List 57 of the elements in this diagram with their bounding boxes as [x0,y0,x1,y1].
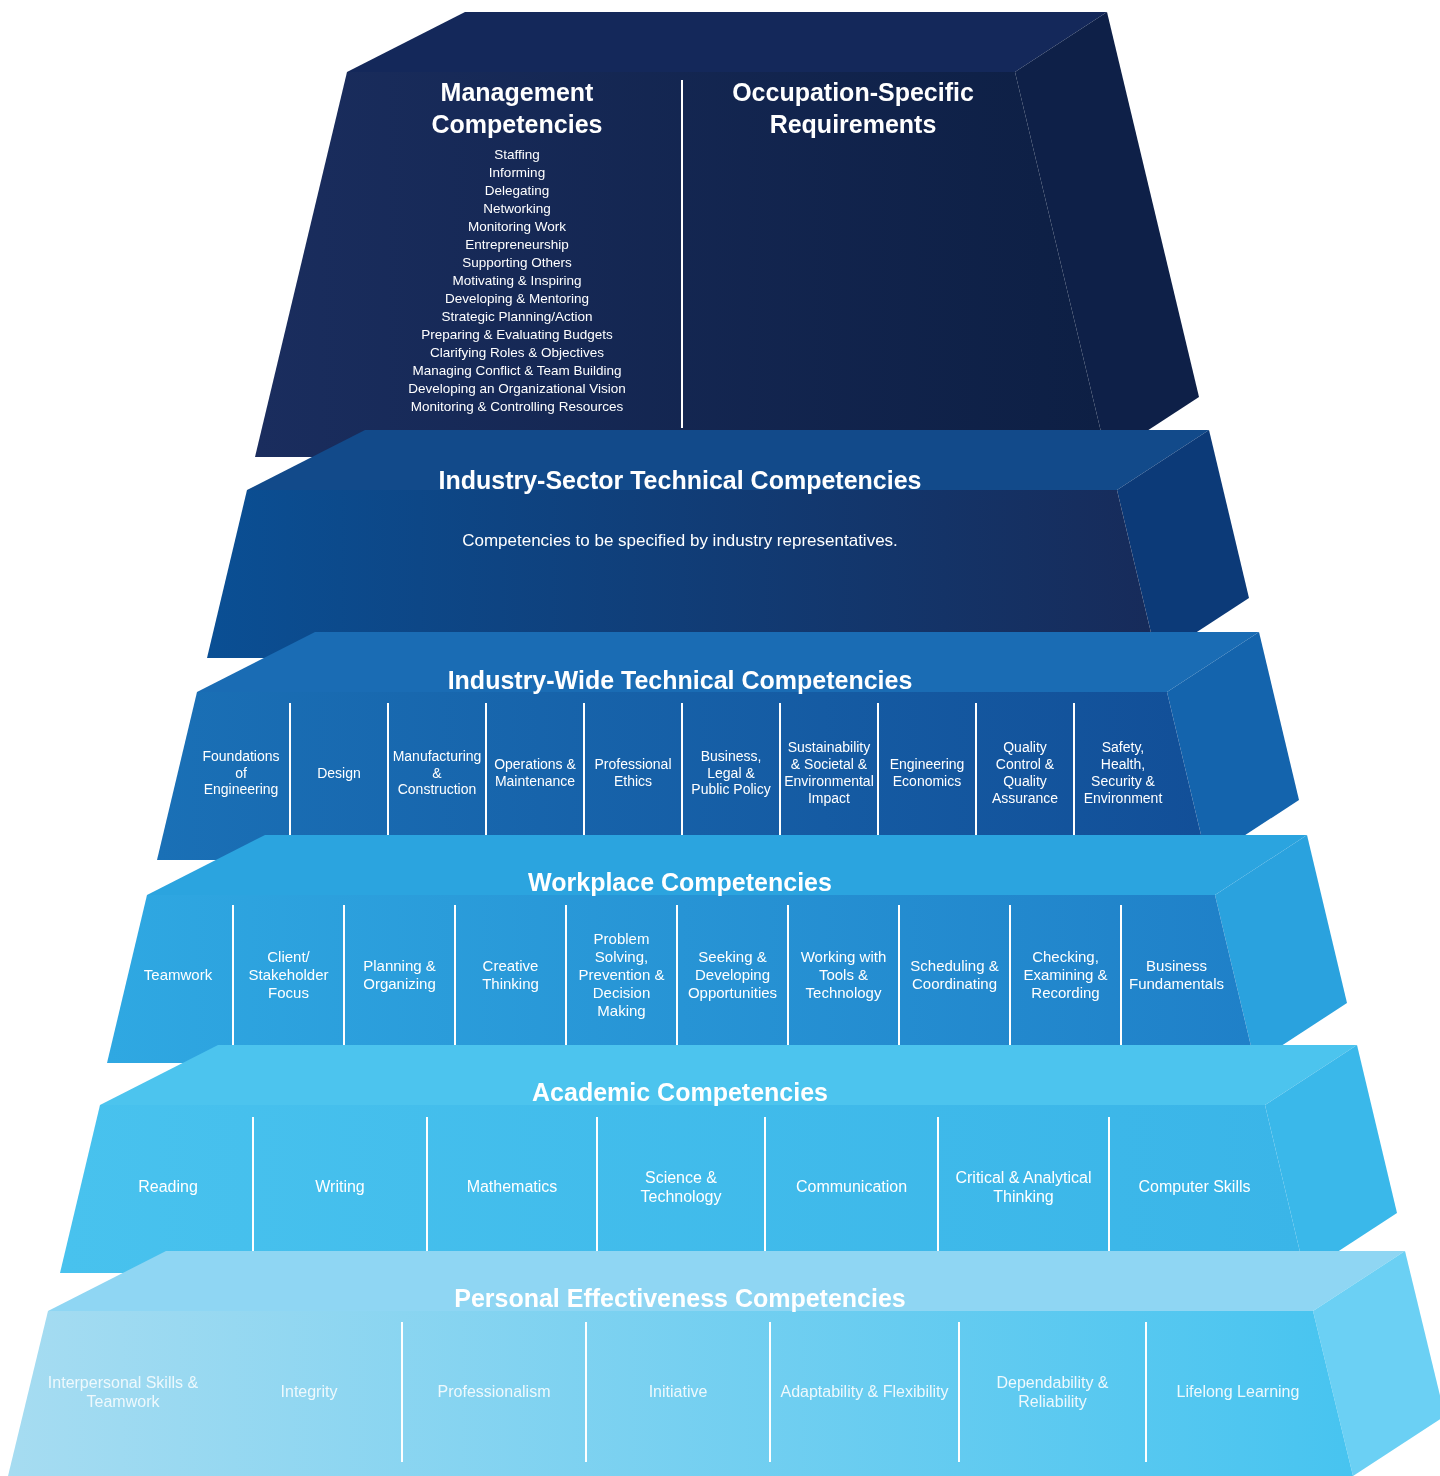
competency-label: Science & Technology [600,1117,762,1257]
competency-label: Engineering Economics [881,703,973,843]
competency-label: Mathematics [430,1117,594,1257]
column-heading: Occupation-Specific Requirements [731,77,975,140]
competency-label: Communication [768,1117,935,1257]
list-item: Networking [483,200,551,218]
competency-label: Quality Control & Quality Assurance [979,703,1071,843]
competency-label: Adaptability & Flexibility [773,1322,956,1462]
competency-label: Reading [86,1117,250,1257]
tier-description: Competencies to be specified by industry representatives. [461,530,899,552]
list-item: Strategic Planning/Action [441,308,593,326]
tier-heading: Personal Effectiveness Competencies [453,1282,907,1314]
competency-label: Lifelong Learning [1149,1322,1327,1462]
competency-label: Sustainability & Societal & Environmental Impact [783,703,875,843]
competency-label: Working with Tools & Technology [791,905,896,1045]
list-item: Motivating & Inspiring [452,272,582,290]
competency-label: Interpersonal Skills & Teamwork [33,1322,213,1462]
competency-label: Creative Thinking [458,905,563,1045]
tier-heading: Workplace Competencies [527,866,833,898]
competency-label: Problem Solving, Prevention & Decision Making [569,905,674,1045]
competency-label: Writing [256,1117,424,1257]
competency-label: Checking, Examining & Recording [1013,905,1118,1045]
list-item: Entrepreneurship [465,236,569,254]
competency-label: Teamwork [126,905,230,1045]
competency-label: Manufacturing & Construction [391,703,483,843]
list-item: Clarifying Roles & Objectives [429,344,605,362]
competency-label: Scheduling & Coordinating [902,905,1007,1045]
list-item: Informing [488,164,546,182]
list-item: Supporting Others [462,254,572,272]
competency-label: Client/ Stakeholder Focus [236,905,341,1045]
list-item: Developing an Organizational Vision [408,380,626,398]
tier-heading: Industry-Sector Technical Competencies [437,464,923,496]
list-item: Delegating [484,182,550,200]
column-heading: Management Competencies [430,77,604,140]
competency-label: Initiative [589,1322,767,1462]
competency-label: Planning & Organizing [347,905,452,1045]
competency-label: Computer Skills [1112,1117,1277,1257]
tier-heading: Industry-Wide Technical Competencies [446,664,914,696]
list-item: Monitoring Work [467,218,566,236]
competency-label: Design [293,703,385,843]
competency-label: Critical & Analytical Thinking [941,1117,1106,1257]
competency-label: Professionalism [405,1322,583,1462]
competency-label: Business, Legal & Public Policy [685,703,777,843]
competency-label: Integrity [219,1322,399,1462]
list-item: Developing & Mentoring [444,290,590,308]
list-item: Monitoring & Controlling Resources [410,398,624,416]
competency-label: Business Fundamentals [1124,905,1229,1045]
competency-label: Foundations of Engineering [195,703,287,843]
list-item: Preparing & Evaluating Budgets [421,326,613,344]
list-item: Managing Conflict & Team Building [412,362,622,380]
competency-label: Safety, Health, Security & Environment [1077,703,1169,843]
list-item: Staffing [494,146,540,164]
competency-label: Professional Ethics [587,703,679,843]
competency-label: Operations & Maintenance [489,703,581,843]
tier-heading: Academic Competencies [531,1076,829,1108]
competency-label: Seeking & Developing Opportunities [680,905,785,1045]
competency-label: Dependability & Reliability [962,1322,1143,1462]
